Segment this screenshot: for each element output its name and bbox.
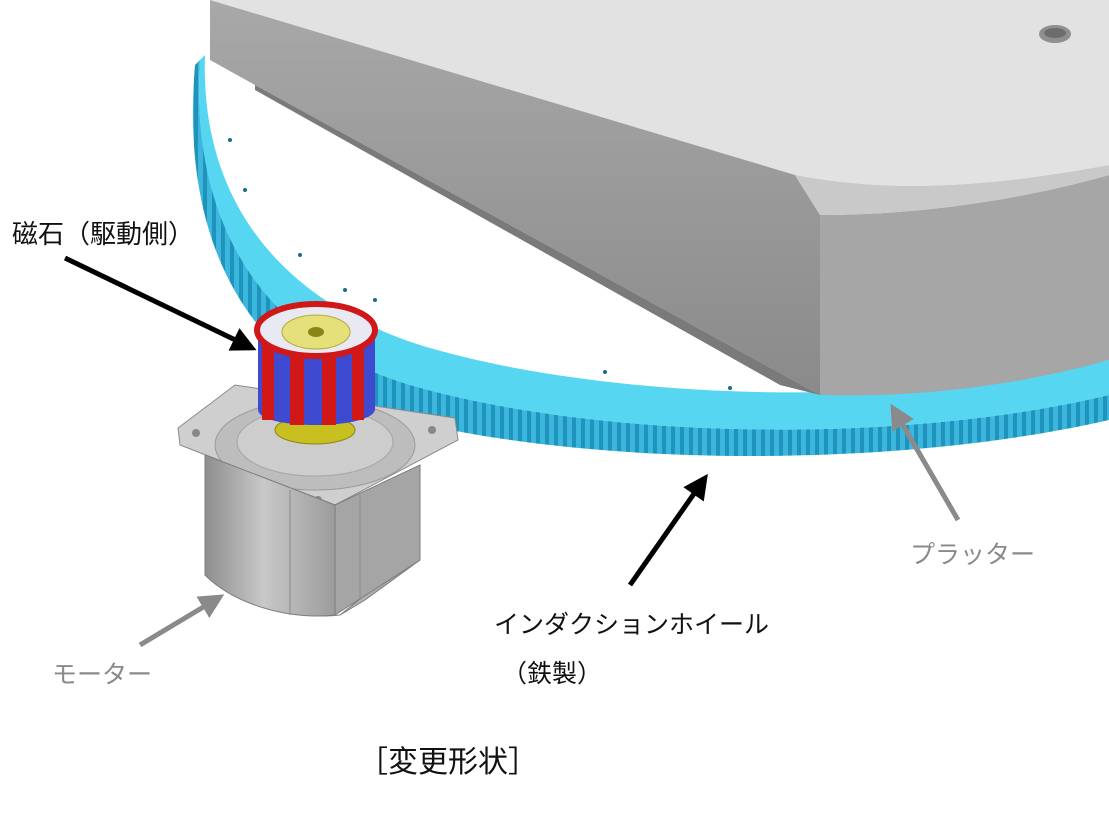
wheel-label-line2: （鉄製）	[502, 659, 603, 688]
magnet-arrow	[63, 255, 257, 351]
magnet-label: 磁石（駆動側）	[12, 220, 195, 250]
platter-arrow	[890, 403, 961, 522]
wheel-arrow	[627, 473, 708, 587]
wheel-teeth-band	[192, 60, 1109, 456]
platter	[210, 0, 1109, 396]
drive-magnet	[254, 301, 378, 425]
motor-assembly	[177, 384, 459, 617]
motor-arrow	[138, 594, 225, 648]
wheel-holes	[228, 138, 732, 390]
platter-underside	[255, 85, 820, 395]
magnet-red-stripes	[262, 330, 364, 425]
platter-label: プラッター	[910, 540, 1036, 569]
platter-ledge	[795, 165, 1109, 215]
wheel-label-line1: インダクションホイール	[494, 610, 770, 639]
platter-side-wall	[210, 0, 820, 395]
induction-wheel	[192, 55, 1109, 456]
wheel-top-face	[199, 55, 1109, 430]
platter-front-face	[820, 175, 1109, 396]
caption-label: ［変更形状］	[358, 745, 538, 780]
platter-top	[210, 0, 1109, 186]
motor-label: モーター	[52, 660, 153, 689]
